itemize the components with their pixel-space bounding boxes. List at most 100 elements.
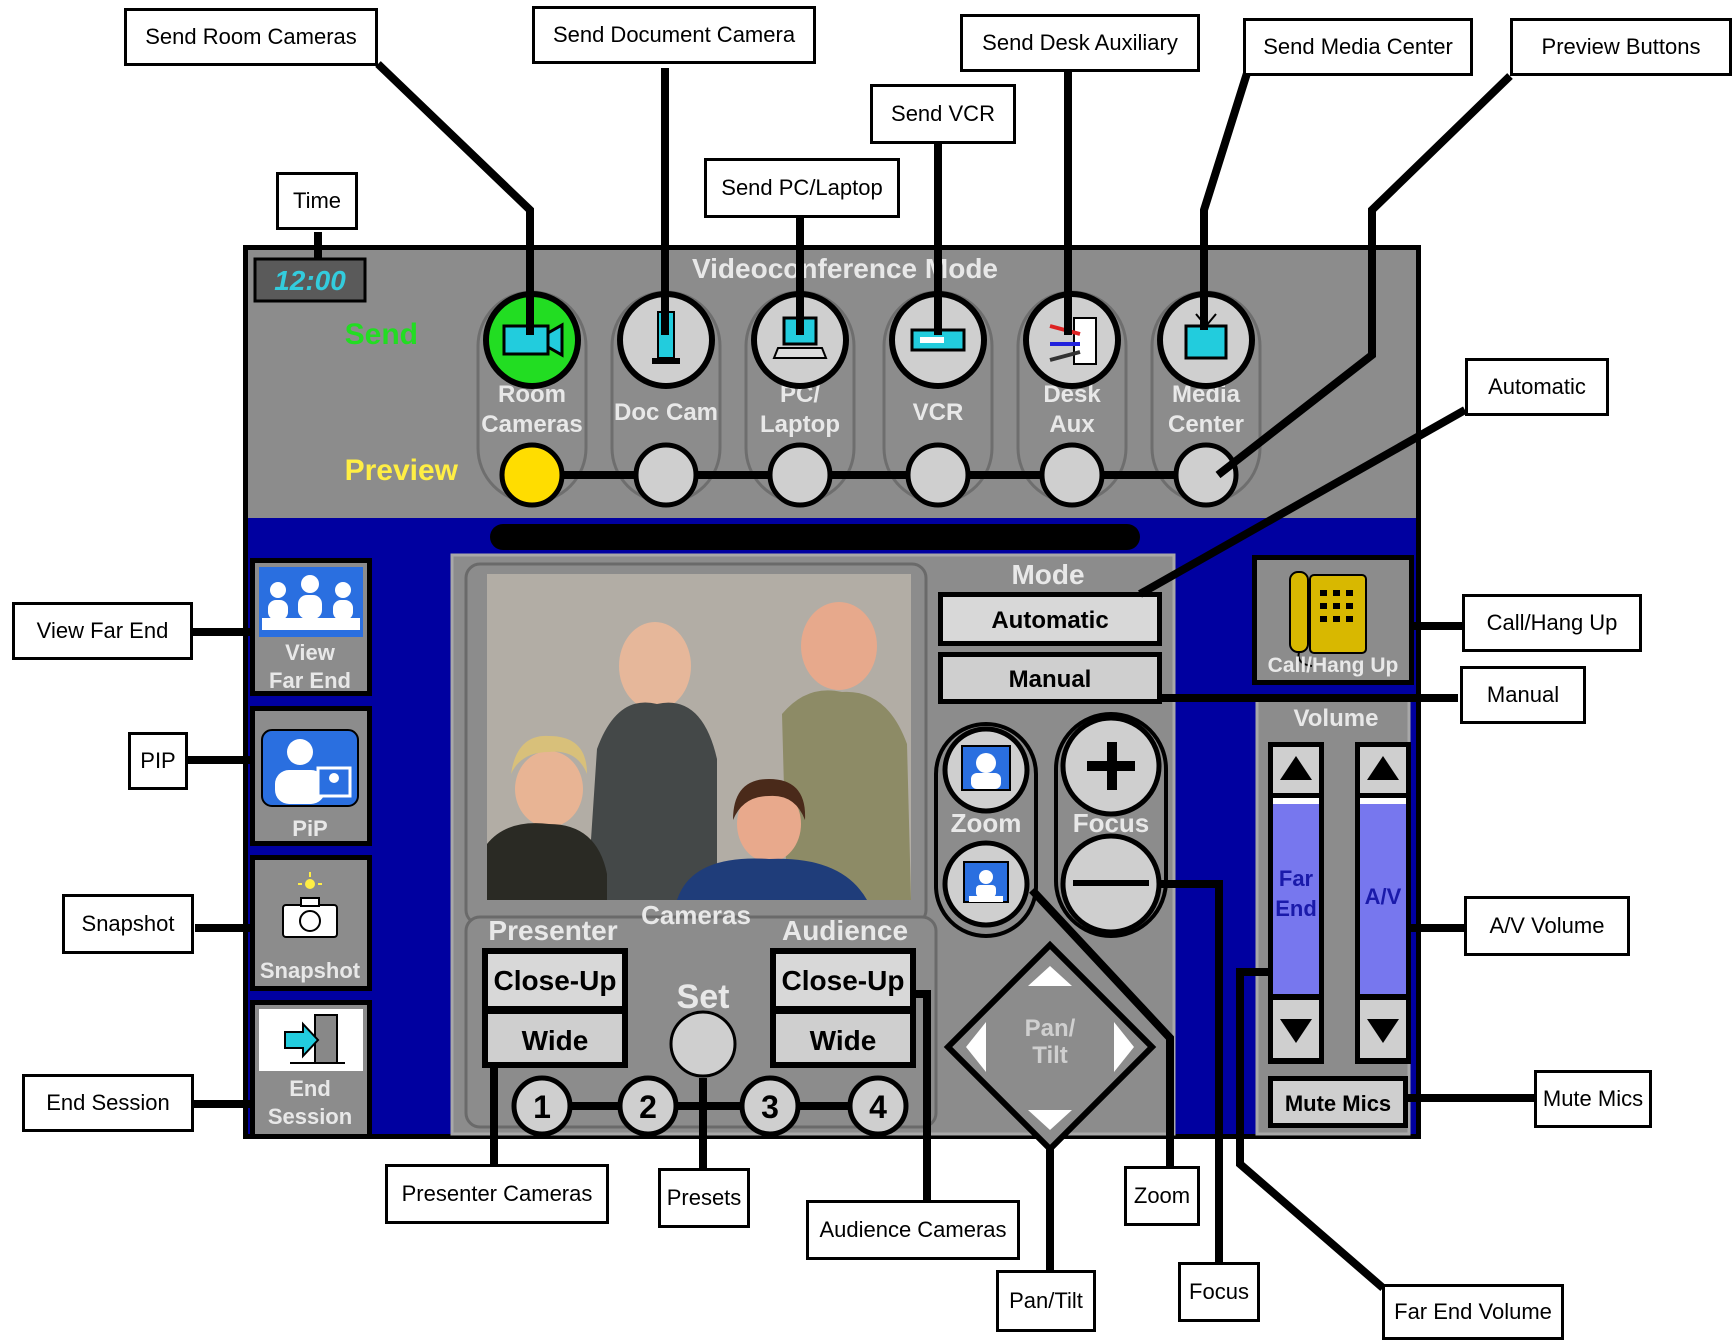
set-preset-button[interactable] — [669, 1010, 737, 1078]
end-session-label-1: End — [289, 1076, 331, 1101]
camera-preview-image — [487, 574, 911, 900]
focus-in-button[interactable] — [1060, 715, 1162, 817]
mode-title: Videoconference Mode — [692, 253, 998, 284]
audience-wide-button[interactable]: Wide — [776, 1014, 910, 1062]
callout-send-room-cameras: Send Room Cameras — [124, 8, 378, 66]
callout-far-end-volume: Far End Volume — [1382, 1284, 1564, 1340]
callout-presenter-cameras: Presenter Cameras — [385, 1164, 609, 1224]
pip-icon — [275, 739, 352, 804]
auxiliary-cables-icon — [1049, 317, 1097, 365]
far-end-volume-down-icon[interactable] — [1280, 1019, 1312, 1043]
source-label-1-line2: Cameras — [481, 411, 582, 438]
telephone-icon — [1289, 571, 1367, 667]
view-far-end-label-2: Far End — [269, 668, 351, 693]
av-volume-up-icon[interactable] — [1367, 756, 1399, 780]
preview-laptop-button[interactable] — [767, 442, 833, 508]
zoom-in-button[interactable] — [942, 726, 1030, 814]
preset-3-button[interactable]: 3 — [739, 1075, 801, 1137]
tilt-down-icon[interactable] — [1028, 1110, 1072, 1130]
callout-time: Time — [276, 172, 358, 230]
automatic-mode-button[interactable]: Automatic — [938, 592, 1162, 646]
mute-mics-button[interactable]: Mute Mics — [1268, 1076, 1408, 1128]
callout-call-hang-up: Call/Hang Up — [1462, 594, 1642, 652]
callout-mute-mics: Mute Mics — [1534, 1070, 1652, 1128]
send-label: Send — [345, 318, 418, 351]
callout-automatic: Automatic — [1465, 358, 1609, 416]
source-label-4: VCR — [913, 399, 964, 426]
camera-flash-icon — [282, 872, 338, 938]
callout-send-document-camera: Send Document Camera — [532, 6, 816, 64]
mute-mics-label: Mute Mics — [1285, 1091, 1391, 1116]
plus-icon — [1087, 742, 1135, 790]
callout-manual: Manual — [1460, 666, 1586, 724]
send-video-camera-button[interactable] — [483, 291, 581, 389]
far-end-volume-up-icon[interactable] — [1280, 756, 1312, 780]
audience-close-up-label: Close-Up — [782, 965, 905, 996]
zoom-label: Zoom — [951, 808, 1022, 838]
preset-4-button[interactable]: 4 — [847, 1075, 909, 1137]
callout-pip: PIP — [128, 732, 188, 790]
send-document-camera-button[interactable] — [617, 291, 715, 389]
mode-title-label: Mode — [1011, 559, 1084, 590]
presenter-wide-label: Wide — [522, 1025, 589, 1056]
av-label: A/V — [1365, 884, 1402, 909]
pan-tilt-label-1: Pan/ — [1025, 1015, 1076, 1042]
presenter-wide-button[interactable]: Wide — [488, 1014, 622, 1062]
callout-av-volume: A/V Volume — [1464, 896, 1630, 956]
focus-out-button[interactable] — [1060, 833, 1162, 935]
source-label-3-line2: Laptop — [760, 411, 840, 438]
preview-vcr-button[interactable] — [905, 442, 971, 508]
view-far-end-label-1: View — [285, 640, 336, 665]
preview-auxiliary-cables-button[interactable] — [1039, 442, 1105, 508]
pan-left-icon[interactable] — [966, 1022, 986, 1072]
pan-tilt-label-2: Tilt — [1032, 1042, 1068, 1069]
status-bar — [490, 524, 1140, 550]
source-label-2: Doc Cam — [614, 399, 718, 426]
source-label-6-line2: Center — [1168, 411, 1244, 438]
preview-document-camera-button[interactable] — [633, 442, 699, 508]
view-far-end-button[interactable]: View Far End — [250, 558, 372, 696]
callout-focus: Focus — [1178, 1262, 1260, 1322]
snapshot-label: Snapshot — [260, 958, 361, 983]
end-session-button[interactable]: End Session — [250, 1000, 372, 1134]
tilt-up-icon[interactable] — [1028, 966, 1072, 986]
preset-2-button[interactable]: 2 — [617, 1075, 679, 1137]
set-label: Set — [677, 978, 730, 1016]
audience-title: Audience — [782, 915, 908, 946]
pip-button[interactable]: PiP — [250, 706, 372, 846]
preset-3-label: 3 — [761, 1089, 779, 1125]
far-end-label-2: End — [1275, 896, 1317, 921]
callout-audience-cameras: Audience Cameras — [806, 1200, 1020, 1260]
manual-mode-button[interactable]: Manual — [938, 652, 1162, 704]
preview-video-camera-button[interactable] — [499, 442, 565, 508]
automatic-label: Automatic — [991, 607, 1108, 634]
callout-preview-buttons: Preview Buttons — [1510, 18, 1732, 76]
source-label-5-line2: Aux — [1049, 411, 1095, 438]
callout-send-vcr: Send VCR — [870, 84, 1016, 144]
far-end-volume-slider[interactable]: Far End — [1268, 742, 1324, 1064]
call-hang-up-button[interactable]: Call/Hang Up — [1252, 555, 1414, 685]
callout-presets: Presets — [658, 1168, 750, 1228]
av-volume-down-icon[interactable] — [1367, 1019, 1399, 1043]
exit-door-icon — [284, 1014, 345, 1064]
callout-send-pc-laptop: Send PC/Laptop — [704, 158, 900, 218]
av-volume-slider[interactable]: A/V — [1355, 742, 1411, 1064]
send-vcr-button[interactable] — [889, 291, 987, 389]
conference-group-icon — [262, 575, 360, 630]
presenter-title: Presenter — [488, 915, 617, 946]
pan-tilt-control[interactable]: Pan/ Tilt — [943, 940, 1157, 1154]
zoom-out-button[interactable] — [942, 840, 1030, 928]
preview-television-button[interactable] — [1173, 442, 1239, 508]
pan-right-icon[interactable] — [1114, 1022, 1134, 1072]
time-display: 12:00 — [274, 265, 346, 296]
presenter-close-up-label: Close-Up — [494, 965, 617, 996]
callout-zoom: Zoom — [1124, 1166, 1200, 1226]
callout-end-session: End Session — [22, 1074, 194, 1132]
preset-1-button[interactable]: 1 — [511, 1075, 573, 1137]
minus-icon — [1073, 880, 1149, 886]
call-hang-up-label: Call/Hang Up — [1268, 654, 1399, 677]
snapshot-button[interactable]: Snapshot — [250, 855, 372, 991]
preset-1-label: 1 — [533, 1089, 551, 1125]
